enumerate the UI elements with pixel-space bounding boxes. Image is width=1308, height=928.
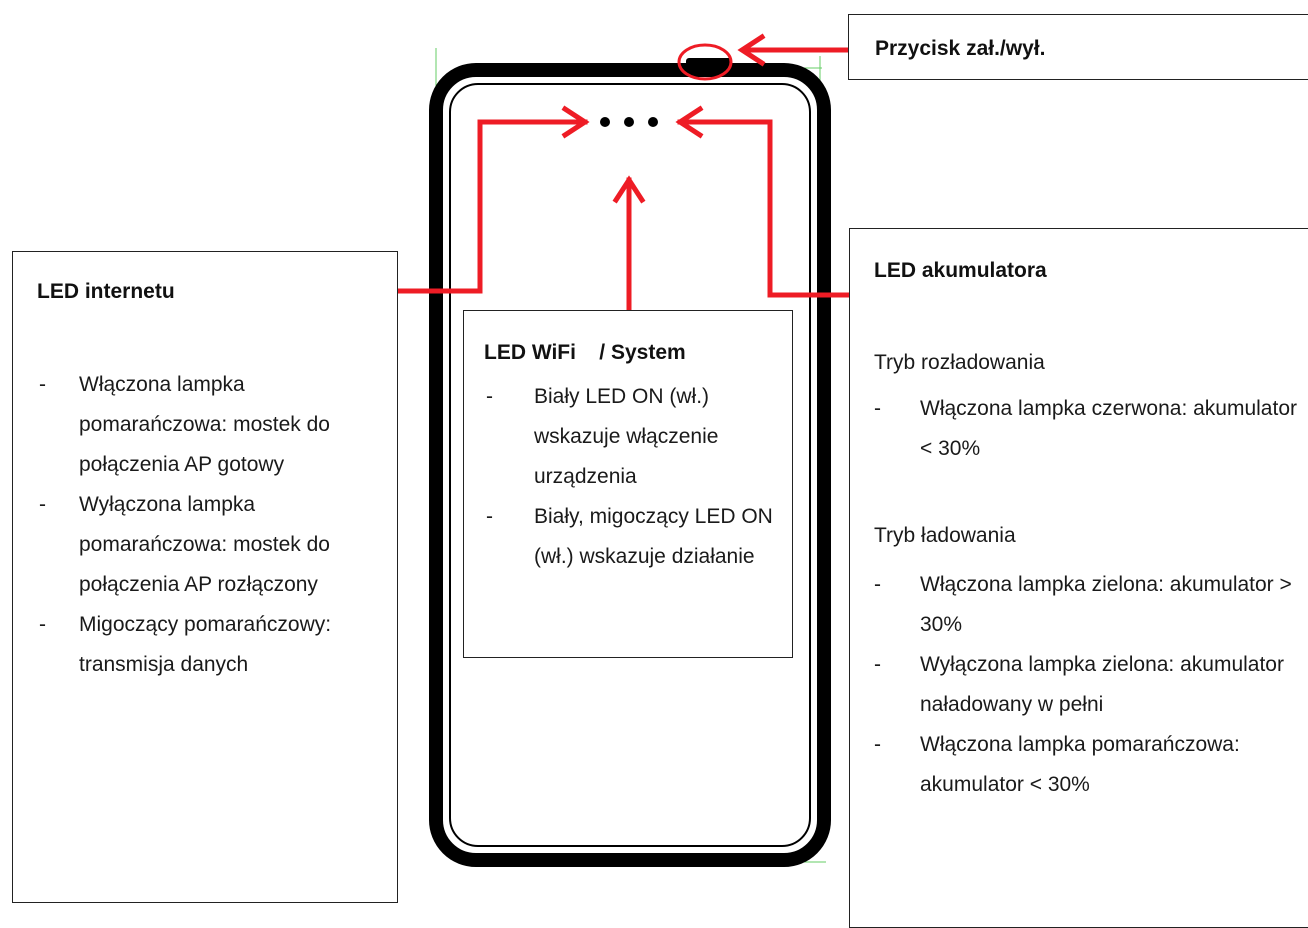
internet-led-title: LED internetu: [37, 280, 175, 303]
internet-led-box: LED internetu - Włączona lampka pomarańcz…: [12, 251, 398, 903]
bullet-dash: -: [874, 733, 881, 756]
list-item-text: Włączona lampka czerwona: akumulator < 3…: [920, 397, 1297, 460]
bullet-dash: -: [39, 373, 46, 396]
led-internet-dot: [600, 117, 610, 127]
list-item: - Włączona lampka pomarańczowa: mostek do…: [13, 365, 399, 485]
list-item: - Biały, migoczący LED ON (wł.) wskazuje …: [464, 497, 794, 577]
list-item: - Biały LED ON (wł.) wskazuje włączenie u…: [464, 377, 794, 497]
list-item-text: Migoczący pomarańczowy: transmisja danyc…: [79, 613, 332, 676]
wifi-system-led-title: LED WiFi / System: [484, 341, 686, 364]
led-battery-dot: [648, 117, 658, 127]
list-item-text: Włączona lampka pomarańczowa: akumulator…: [920, 733, 1240, 796]
bullet-dash: -: [874, 653, 881, 676]
wifi-system-led-list: - Biały LED ON (wł.) wskazuje włączenie u…: [464, 377, 794, 577]
list-item: - Włączona lampka pomarańczowa: akumulato…: [850, 725, 1308, 805]
battery-led-title: LED akumulatora: [874, 259, 1047, 282]
charge-mode-list: - Włączona lampka zielona: akumulator > 3…: [850, 565, 1308, 805]
battery-led-box: LED akumulatora Tryb rozładowania - Włącz…: [849, 228, 1308, 928]
list-item-text: Biały, migoczący LED ON (wł.) wskazuje d…: [534, 505, 773, 568]
discharge-mode-label: Tryb rozładowania: [874, 351, 1045, 374]
battery-arrow: [677, 119, 869, 298]
bullet-dash: -: [39, 613, 46, 636]
list-item-text: Włączona lampka pomarańczowa: mostek do …: [79, 373, 330, 476]
list-item: - Wyłączona lampka zielona: akumulator na…: [850, 645, 1308, 725]
bullet-dash: -: [486, 385, 493, 408]
power-button: [686, 58, 732, 72]
list-item: - Włączona lampka czerwona: akumulator < …: [850, 389, 1308, 469]
internet-arrow: [383, 119, 588, 294]
list-item-text: Włączona lampka zielona: akumulator > 30…: [920, 573, 1292, 636]
internet-led-list: - Włączona lampka pomarańczowa: mostek do…: [13, 365, 399, 685]
power-button-box: Przycisk zał./wył.: [848, 14, 1308, 80]
list-item: - Wyłączona lampka pomarańczowa: mostek d…: [13, 485, 399, 605]
list-item-text: Wyłączona lampka zielona: akumulator nał…: [920, 653, 1284, 716]
bullet-dash: -: [874, 397, 881, 420]
discharge-mode-list: - Włączona lampka czerwona: akumulator < …: [850, 389, 1308, 469]
list-item: - Włączona lampka zielona: akumulator > 3…: [850, 565, 1308, 645]
device-inner-line: [449, 83, 811, 847]
bullet-dash: -: [874, 573, 881, 596]
list-item: - Migoczący pomarańczowy: transmisja dany…: [13, 605, 399, 685]
led-wifi-dot: [624, 117, 634, 127]
device-body: [429, 63, 831, 867]
charge-mode-label: Tryb ładowania: [874, 524, 1016, 547]
list-item-text: Wyłączona lampka pomarańczowa: mostek do…: [79, 493, 330, 596]
power-button-title: Przycisk zał./wył.: [875, 37, 1046, 60]
power-button-highlight: [677, 43, 733, 81]
bullet-dash: -: [486, 505, 493, 528]
list-item-text: Biały LED ON (wł.) wskazuje włączenie ur…: [534, 385, 719, 488]
bullet-dash: -: [39, 493, 46, 516]
wifi-system-led-box: LED WiFi / System - Biały LED ON (wł.) ws…: [463, 310, 793, 658]
